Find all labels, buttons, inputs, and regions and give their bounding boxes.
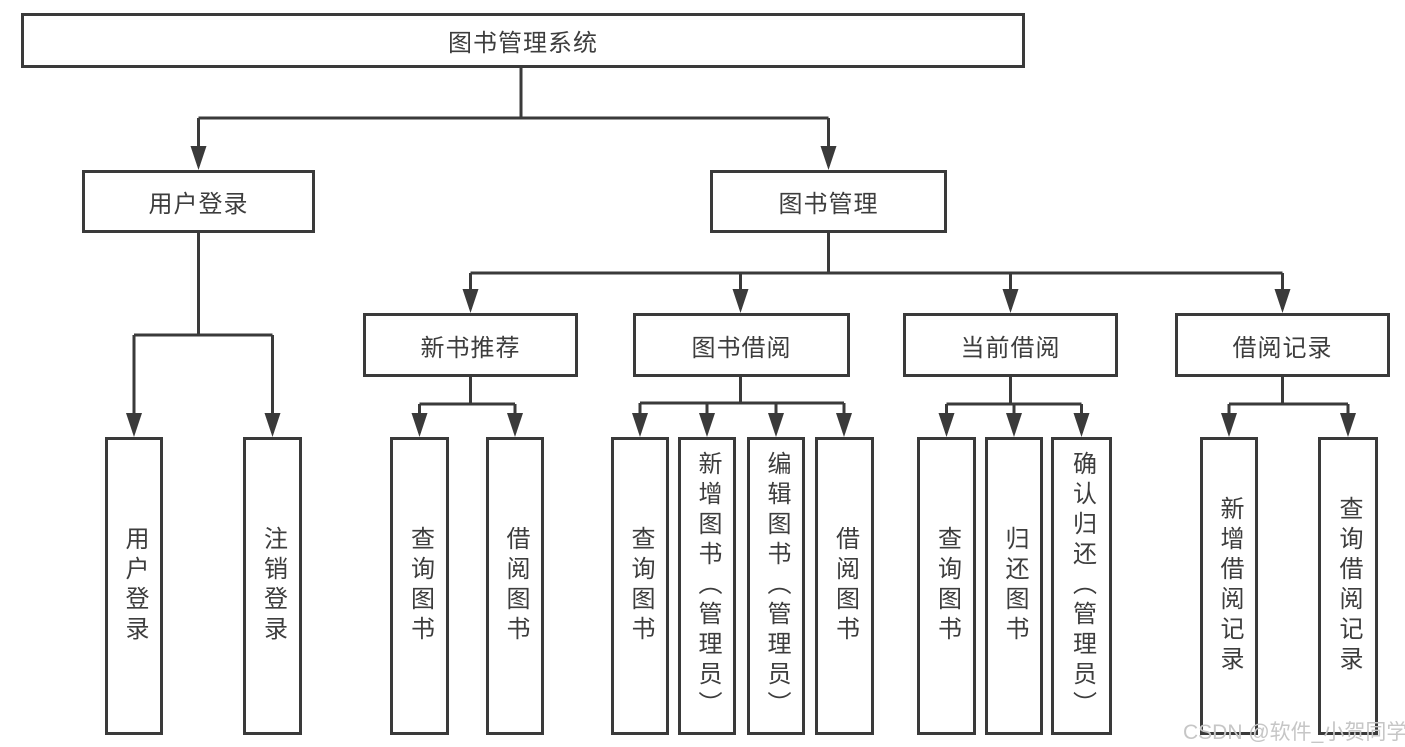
arrowhead-icon (632, 413, 648, 437)
node-book-borrowing: 图书借阅 (633, 313, 850, 377)
node-borrowing-records-label: 借阅记录 (1232, 334, 1333, 362)
arrowhead-icon (1221, 413, 1237, 437)
leaf-newbooks-query-books-label: 查询图书 (406, 526, 434, 646)
leaf-newbooks-borrow-books: 借阅图书 (486, 437, 544, 735)
leaf-current-query-books-label: 查询图书 (933, 526, 961, 646)
arrowhead-icon (938, 413, 955, 437)
arrowhead-icon (1006, 413, 1022, 437)
arrowhead-icon (126, 413, 142, 437)
arrowhead-icon (1002, 289, 1019, 313)
connector-currentborrow-to-leaves (938, 377, 1090, 437)
arrowhead-icon (836, 413, 852, 437)
leaf-borrow-edit-books-admin: 编辑图书（管理员） (747, 437, 805, 735)
arrowhead-icon (264, 413, 281, 437)
leaf-current-confirm-return-admin: 确认归还（管理员） (1051, 437, 1112, 735)
node-borrowing-records: 借阅记录 (1175, 313, 1390, 377)
leaf-borrow-borrow-books-label: 借阅图书 (831, 526, 859, 646)
leaf-user-login: 用户登录 (105, 437, 163, 735)
arrowhead-icon (1274, 289, 1291, 313)
connector-bookmgmt-to-level3 (462, 233, 1291, 313)
node-current-borrowing: 当前借阅 (903, 313, 1118, 377)
leaf-borrow-query-books: 查询图书 (611, 437, 669, 735)
leaf-borrow-add-books-admin-label: 新增图书（管理员） (694, 451, 721, 721)
node-book-management-label: 图书管理 (778, 191, 879, 218)
leaf-borrow-query-books-label: 查询图书 (627, 526, 654, 646)
node-library-system: 图书管理系统 (21, 13, 1025, 68)
node-user-login: 用户登录 (82, 170, 315, 233)
leaf-records-query-record: 查询借阅记录 (1318, 437, 1378, 735)
node-new-book-recommend-label: 新书推荐 (420, 334, 521, 362)
leaf-newbooks-query-books: 查询图书 (390, 437, 449, 735)
connector-bookborrow-to-leaves (632, 377, 852, 437)
node-book-management: 图书管理 (710, 170, 947, 233)
connector-root-to-level2 (190, 67, 837, 170)
csdn-watermark: CSDN @软件_小贺同学 (1183, 721, 1405, 744)
leaf-borrow-edit-books-admin-label: 编辑图书（管理员） (763, 451, 790, 721)
arrowhead-icon (1340, 413, 1356, 437)
connector-userlogin-to-leaves (126, 233, 281, 437)
arrowhead-icon (411, 413, 428, 437)
arrowhead-icon (820, 146, 837, 170)
leaf-newbooks-borrow-books-label: 借阅图书 (502, 526, 529, 646)
node-book-borrowing-label: 图书借阅 (691, 334, 792, 362)
connector-newbooks-to-leaves (411, 377, 523, 437)
arrowhead-icon (1073, 413, 1090, 437)
node-current-borrowing-label: 当前借阅 (960, 334, 1061, 362)
leaf-current-confirm-return-admin-label: 确认归还（管理员） (1068, 451, 1096, 721)
node-user-login-label: 用户登录 (148, 191, 249, 218)
leaf-records-query-record-label: 查询借阅记录 (1335, 496, 1362, 676)
leaf-borrow-add-books-admin: 新增图书（管理员） (678, 437, 736, 735)
connector-records-to-leaves (1221, 377, 1356, 437)
leaf-current-return-books-label: 归还图书 (1001, 526, 1028, 646)
leaf-logout: 注销登录 (243, 437, 302, 735)
leaf-borrow-borrow-books: 借阅图书 (815, 437, 874, 735)
arrowhead-icon (190, 146, 207, 170)
leaf-records-add-record-label: 新增借阅记录 (1216, 496, 1243, 676)
arrowhead-icon (507, 413, 523, 437)
leaf-current-query-books: 查询图书 (917, 437, 976, 735)
leaf-records-add-record: 新增借阅记录 (1200, 437, 1258, 735)
arrowhead-icon (462, 289, 479, 313)
leaf-current-return-books: 归还图书 (985, 437, 1043, 735)
node-library-system-label: 图书管理系统 (448, 30, 598, 57)
node-new-book-recommend: 新书推荐 (363, 313, 578, 377)
leaf-logout-label: 注销登录 (259, 526, 287, 646)
leaf-user-login-label: 用户登录 (121, 526, 148, 646)
arrowhead-icon (732, 289, 749, 313)
arrowhead-icon (768, 413, 784, 437)
arrowhead-icon (699, 413, 715, 437)
